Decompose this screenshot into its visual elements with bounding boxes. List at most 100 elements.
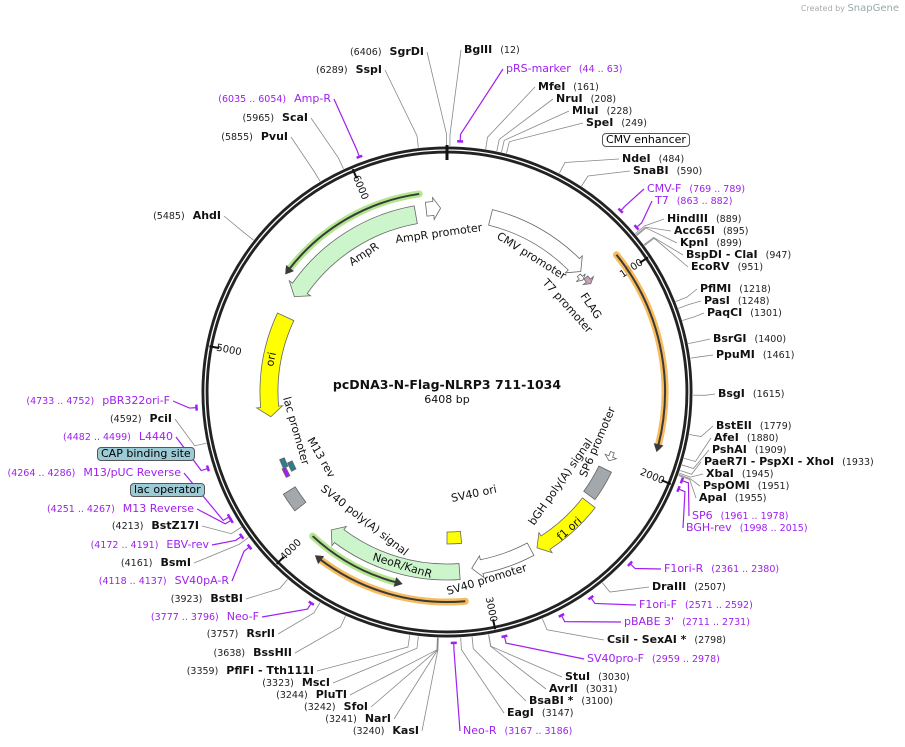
restriction-site-label[interactable]: BspDI - ClaI(947): [686, 249, 791, 262]
label-name: BsrGI: [713, 332, 747, 345]
label-position: (4733 .. 4752): [26, 396, 95, 407]
primer-label[interactable]: Neo-R(3167 .. 3186): [463, 725, 572, 738]
site-leader-line: [678, 300, 702, 309]
restriction-site-label[interactable]: (3244)PluTI: [276, 689, 347, 702]
primer-label[interactable]: F1ori-R (2361 .. 2380): [664, 563, 779, 576]
restriction-site-label[interactable]: AvrII(3031): [549, 683, 618, 696]
primer-label[interactable]: (4733 .. 4752)pBR322ori-F: [26, 395, 170, 408]
features-layer: [255, 190, 669, 606]
restriction-site-label[interactable]: CsiI - SexAI *(2798): [607, 634, 726, 647]
label-name: AfeI: [714, 431, 739, 444]
primer-label[interactable]: (4118 .. 4137)SV40pA-R: [99, 575, 229, 588]
restriction-site-label[interactable]: SpeI(249): [586, 117, 647, 130]
restriction-site-label[interactable]: PflMI(1218): [700, 283, 771, 296]
primer-label[interactable]: SP6(1961 .. 1978): [692, 510, 788, 523]
restriction-site-label[interactable]: (4213)BstZ17I: [112, 520, 199, 533]
feature-sv40-ori[interactable]: SV40 ori: [450, 483, 498, 505]
restriction-site-label[interactable]: (3242)SfoI: [304, 701, 368, 714]
restriction-site-label[interactable]: KpnI(899): [680, 237, 742, 250]
primer-mark: [238, 533, 245, 540]
label-position: (3244): [276, 690, 308, 701]
label-name: SspI: [355, 63, 382, 76]
primer-leader-line: [196, 508, 232, 525]
primer-leader-line: [678, 488, 686, 529]
label-position: (4161): [120, 558, 153, 569]
label-position: (3031): [585, 684, 618, 695]
primer-label[interactable]: (4172 .. 4191)EBV-rev: [91, 539, 209, 552]
restriction-site-label[interactable]: (4161)BsmI: [121, 557, 191, 570]
primer-label[interactable]: BGH-rev(1998 .. 2015): [686, 522, 808, 535]
restriction-site-label[interactable]: BsrGI(1400): [713, 333, 786, 346]
restriction-site-label[interactable]: DraIII(2507): [652, 581, 726, 594]
primer-label[interactable]: SV40pro-F(2959 .. 2978): [587, 653, 720, 666]
restriction-site-label[interactable]: (5965)ScaI: [242, 112, 308, 125]
primer-label[interactable]: (6035 .. 6054)Amp-R: [218, 93, 331, 106]
restriction-site-label[interactable]: PshAI(1909): [712, 444, 786, 457]
label-position: (5855): [221, 132, 253, 143]
feature-lac-operator[interactable]: lac operator: [130, 483, 205, 497]
primer-leader-line: [231, 546, 250, 582]
restriction-site-label[interactable]: Acc65I(895): [674, 225, 749, 238]
feature-lac-promoter[interactable]: lac promoter: [280, 395, 312, 467]
restriction-site-label[interactable]: SnaBI(590): [633, 165, 702, 178]
restriction-site-label[interactable]: (6289)SspI: [316, 64, 382, 77]
feature-cmv-enhancer[interactable]: CMV enhancer: [602, 133, 690, 147]
primer-label[interactable]: (4482 .. 4499)L4440: [63, 431, 173, 444]
restriction-site-label[interactable]: (3757)RsrII: [207, 628, 275, 641]
restriction-site-label[interactable]: NruI(208): [556, 93, 616, 106]
restriction-site-label[interactable]: (4592)PciI: [110, 413, 172, 426]
restriction-site-label[interactable]: BsaBI *(3100): [529, 695, 613, 708]
restriction-site-label[interactable]: (3241)NarI: [325, 713, 391, 726]
restriction-site-label[interactable]: (3240)KasI: [353, 725, 419, 738]
restriction-site-label[interactable]: BstEII(1779): [716, 420, 791, 433]
restriction-site-label[interactable]: BsgI(1615): [718, 388, 785, 401]
orf-neor-arrowhead: [393, 577, 403, 587]
restriction-site-label[interactable]: ApaI(1955): [699, 492, 767, 505]
primer-mark: [356, 154, 363, 160]
site-leader-line: [449, 49, 462, 147]
primer-label[interactable]: (4264 .. 4286)M13/pUC Reverse: [8, 467, 181, 480]
label-position: (1880): [746, 433, 779, 444]
site-leader-line: [488, 634, 563, 678]
primer-label[interactable]: pBABE 3'(2711 .. 2731): [624, 616, 750, 629]
primer-label[interactable]: F1ori-F(2571 .. 2592): [639, 599, 753, 612]
restriction-site-label[interactable]: BglII(12): [464, 44, 520, 57]
restriction-site-label[interactable]: PaeR7I - PspXI - XhoI(1933): [704, 456, 874, 469]
restriction-site-label[interactable]: AfeI (1880): [714, 432, 778, 445]
restriction-site-label[interactable]: (3638)BssHII: [214, 647, 292, 660]
restriction-site-label[interactable]: EcoRV(951): [691, 261, 763, 274]
label-position: (4118 .. 4137): [98, 576, 167, 587]
restriction-site-label[interactable]: MfeI(161): [538, 81, 599, 94]
restriction-site-label[interactable]: XbaI(1945): [706, 468, 773, 481]
restriction-site-label[interactable]: HindIII(889): [667, 213, 742, 226]
restriction-site-label[interactable]: EagI(3147): [507, 707, 574, 720]
label-name: PflMI: [700, 282, 732, 295]
label-position: (2361 .. 2380): [711, 564, 780, 575]
primer-label[interactable]: (3777 .. 3796)Neo-F: [151, 611, 259, 624]
restriction-site-label[interactable]: PasI(1248): [704, 295, 769, 308]
restriction-site-label[interactable]: NdeI(484): [622, 153, 684, 166]
restriction-site-label[interactable]: (3923)BstBI: [171, 593, 243, 606]
primer-label[interactable]: (4251 .. 4267)M13 Reverse: [47, 503, 194, 516]
restriction-site-label[interactable]: PpuMI(1461): [716, 349, 794, 362]
restriction-site-label[interactable]: (5485)AhdI: [153, 210, 221, 223]
restriction-site-label[interactable]: PspOMI(1951): [703, 480, 789, 493]
primer-label[interactable]: pRS-marker(44 .. 63): [506, 63, 623, 76]
orf-nlrp3-glow: [612, 251, 669, 450]
feature-ori[interactable]: ori: [263, 351, 279, 368]
restriction-site-label[interactable]: PaqCI(1301): [707, 307, 782, 320]
primer-label[interactable]: CMV-F(769 .. 789): [647, 183, 745, 196]
restriction-site-label[interactable]: MluI(228): [572, 105, 632, 118]
restriction-site-label[interactable]: (5855)PvuI: [221, 131, 288, 144]
label-position: (3240): [352, 726, 385, 737]
site-leader-line: [678, 475, 697, 499]
label-name: F1ori-R: [664, 562, 704, 575]
feature-cap-binding-site[interactable]: CAP binding site: [97, 447, 195, 461]
site-leader-line: [506, 122, 584, 154]
label-name: BssHII: [253, 646, 292, 659]
restriction-site-label[interactable]: (3323)MscI: [262, 677, 330, 690]
restriction-site-label[interactable]: StuI(3030): [565, 671, 630, 684]
restriction-site-label[interactable]: (6406)SgrDI: [350, 46, 424, 59]
restriction-site-label[interactable]: (3359)PflFI - Tth111I: [187, 665, 314, 678]
primer-label[interactable]: T7(863 .. 882): [655, 195, 732, 208]
